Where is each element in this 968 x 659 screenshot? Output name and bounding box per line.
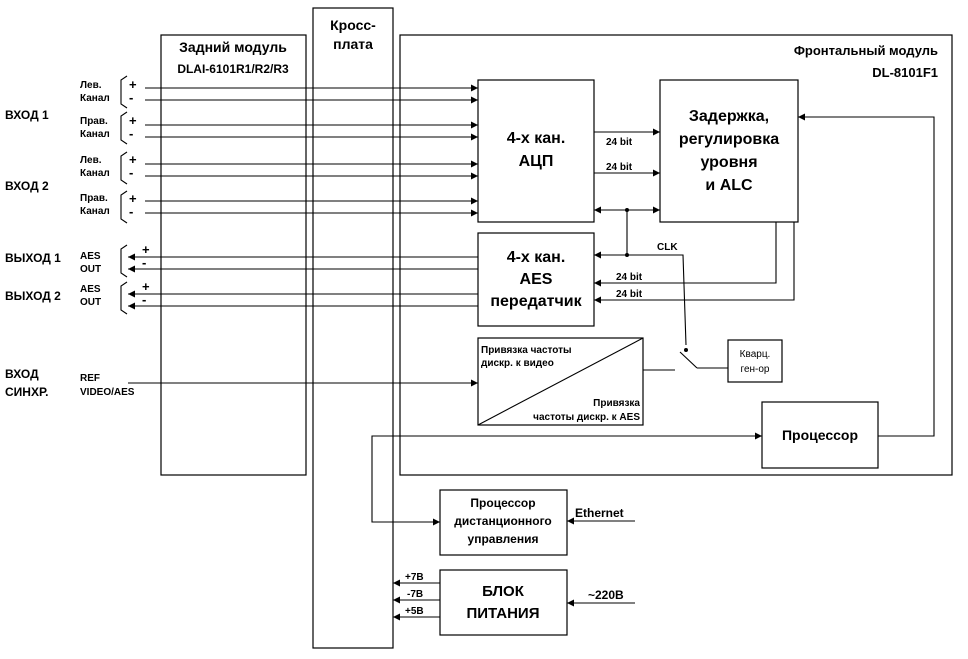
aes-transmitter-box xyxy=(477,232,595,327)
rear-module-title: Задний модуль xyxy=(179,39,287,55)
in2-right-l2: Канал xyxy=(80,206,110,217)
freq-lock-divider xyxy=(477,337,644,426)
processor-label: Процессор xyxy=(782,427,858,443)
bracket-out2 xyxy=(120,281,128,315)
psu-label-2: ПИТАНИЯ xyxy=(466,605,539,622)
delay-label-4: и ALC xyxy=(705,177,753,194)
output-2-label: ВЫХОД 2 xyxy=(5,289,61,303)
remote-label-3: управления xyxy=(468,532,539,546)
crystal-label-2: ген-ор xyxy=(741,364,770,375)
crystal-osc-box xyxy=(727,339,783,383)
aes-label-2: AES xyxy=(520,271,553,288)
delay-label-1: Задержка, xyxy=(689,108,769,125)
in1-right-minus: - xyxy=(129,126,133,141)
rail-label-2: -7В xyxy=(407,589,423,600)
input-1-label: ВХОД 1 xyxy=(5,108,49,122)
clk-line xyxy=(627,254,687,346)
clk-label: CLK xyxy=(657,242,678,253)
bracket-in2-left xyxy=(120,151,128,185)
sync-label-1: ВХОД xyxy=(5,367,39,381)
adc-label-2: АЦП xyxy=(519,153,554,170)
rail-label-1: +7В xyxy=(405,572,424,583)
channel-labels: Лев. Канал Прав. Канал Лев. Канал Прав. … xyxy=(80,80,110,217)
in1-right-plus: + xyxy=(129,113,137,128)
out2-minus: - xyxy=(142,292,146,307)
front-module-title: Фронтальный модуль xyxy=(794,43,938,58)
bus-label-3: 24 bit xyxy=(616,272,643,283)
input-brackets xyxy=(120,75,128,224)
mains-label: ~220В xyxy=(588,588,624,602)
crossboard-title-1: Кросс- xyxy=(330,17,376,33)
in2-left-l2: Канал xyxy=(80,168,110,179)
power-supply-box xyxy=(439,569,568,636)
switch-blade xyxy=(679,351,698,369)
out2-aes-l2: OUT xyxy=(80,297,101,308)
input-2-label: ВХОД 2 xyxy=(5,179,49,193)
bracket-in2-right xyxy=(120,190,128,224)
freq-lock-top-1: Привязка частоты xyxy=(481,345,572,356)
out2-plus: + xyxy=(142,279,150,294)
bus-label-1: 24 bit xyxy=(606,137,633,148)
rear-module-model: DLAI-6101R1/R2/R3 xyxy=(177,62,289,76)
freq-lock-bottom-2: частоты дискр. к AES xyxy=(533,412,640,423)
freq-lock-bottom-1: Привязка xyxy=(593,398,640,409)
processor-box xyxy=(761,401,879,469)
bracket-in1-right xyxy=(120,111,128,145)
rear-module-box xyxy=(160,34,307,476)
input-signal-lines xyxy=(145,84,478,217)
processor-to-delay xyxy=(798,113,935,437)
in1-right-l2: Канал xyxy=(80,129,110,140)
ethernet-label: Ethernet xyxy=(575,506,624,520)
out1-plus: + xyxy=(142,242,150,257)
delay-aes-bus-2 xyxy=(594,222,795,304)
aes-label-3: передатчик xyxy=(490,293,582,310)
delay-label-2: регулировка xyxy=(679,131,779,148)
in1-left-l1: Лев. xyxy=(80,80,102,91)
out1-aes-l2: OUT xyxy=(80,264,101,275)
remote-label-2: дистанционного xyxy=(454,514,552,528)
adc-box xyxy=(477,79,595,223)
psu-label-1: БЛОК xyxy=(482,583,525,600)
out2-aes-l1: AES xyxy=(80,284,101,295)
freq-lock-top-2: дискр. к видео xyxy=(481,358,554,369)
delay-aes-bus-1 xyxy=(594,222,777,287)
bracket-out1 xyxy=(120,244,128,278)
crossboard-title-2: плата xyxy=(333,36,373,52)
crossboard-box xyxy=(312,7,394,649)
in2-right-minus: - xyxy=(129,204,133,219)
in2-left-plus: + xyxy=(129,152,137,167)
in2-right-plus: + xyxy=(129,191,137,206)
sync-ref-2: VIDEO/AES xyxy=(80,387,135,398)
output-signal-lines xyxy=(128,253,478,310)
delay-alc-box xyxy=(659,79,799,223)
bus-label-2: 24 bit xyxy=(606,162,633,173)
bus-label-4: 24 bit xyxy=(616,289,643,300)
remote-label-1: Процессор xyxy=(470,496,535,510)
bracket-in1-left xyxy=(120,75,128,109)
out1-minus: - xyxy=(142,255,146,270)
front-module-model: DL-8101F1 xyxy=(872,65,938,80)
output-1-label: ВЫХОД 1 xyxy=(5,251,61,265)
delay-label-3: уровня xyxy=(700,154,757,171)
aes-label-1: 4-х кан. xyxy=(507,249,566,266)
in2-left-minus: - xyxy=(129,165,133,180)
processor-to-remote xyxy=(371,432,762,526)
in1-right-l1: Прав. xyxy=(80,116,108,127)
in1-left-plus: + xyxy=(129,77,137,92)
in1-left-minus: - xyxy=(129,90,133,105)
switch-contact xyxy=(684,348,688,352)
sync-label-2: СИНХР. xyxy=(5,385,49,399)
remote-processor-box xyxy=(439,489,568,556)
adc-label-1: 4-х кан. xyxy=(507,130,566,147)
sync-ref-1: REF xyxy=(80,373,100,384)
in2-left-l1: Лев. xyxy=(80,155,102,166)
output-signs: + - + - xyxy=(142,242,150,307)
rail-label-3: +5В xyxy=(405,606,424,617)
crystal-label-1: Кварц. xyxy=(740,349,771,360)
out1-aes-l1: AES xyxy=(80,251,101,262)
in2-right-l1: Прав. xyxy=(80,193,108,204)
in1-left-l2: Канал xyxy=(80,93,110,104)
input-signs: + - + - + - + - xyxy=(129,77,137,219)
